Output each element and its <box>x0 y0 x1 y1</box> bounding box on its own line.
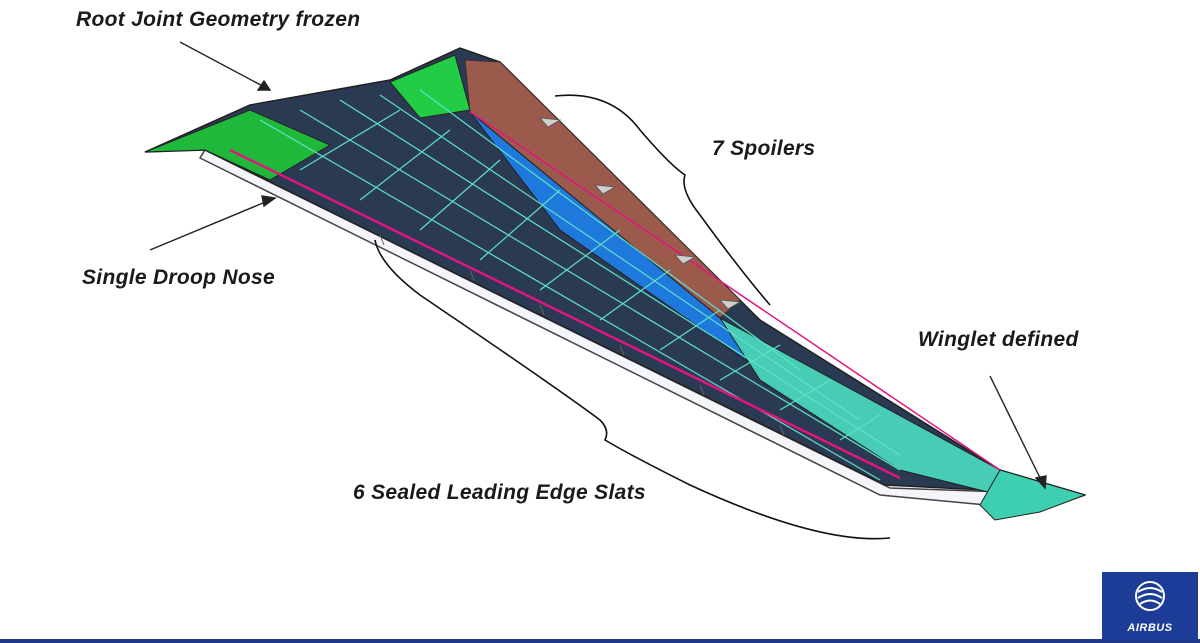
flap-track-fairings <box>539 117 742 310</box>
root-joint-arrowhead <box>256 79 272 91</box>
slats-label: 6 Sealed Leading Edge Slats <box>353 481 646 504</box>
callout-arrows <box>149 41 1047 490</box>
winglet-arrowhead <box>1034 475 1047 490</box>
spoilers-brace <box>554 94 771 306</box>
winglet-arrow <box>989 375 1046 489</box>
spoilers-label: 7 Spoilers <box>712 137 816 160</box>
slats-brace <box>374 239 891 540</box>
droop-nose-arrowhead <box>261 195 277 208</box>
winglet-label: Winglet defined <box>918 328 1079 351</box>
slat-divisions <box>379 234 785 436</box>
footer-line <box>0 639 1200 643</box>
airbus-logo: AIRBUS <box>1102 572 1198 640</box>
wing-box <box>144 47 1086 496</box>
root-joint-arrow <box>179 41 271 91</box>
rib-grid <box>259 89 901 481</box>
root-joint-label: Root Joint Geometry frozen <box>76 8 361 31</box>
root-structure <box>144 109 332 181</box>
logo-text: AIRBUS <box>1127 622 1173 634</box>
rear-spar <box>469 111 1001 471</box>
winglet <box>979 469 1087 521</box>
airbus-emblem-icon <box>1135 581 1165 611</box>
droop-nose-arrow <box>149 197 276 251</box>
droop-nose-label: Single Droop Nose <box>82 266 275 289</box>
front-spar <box>229 148 901 480</box>
